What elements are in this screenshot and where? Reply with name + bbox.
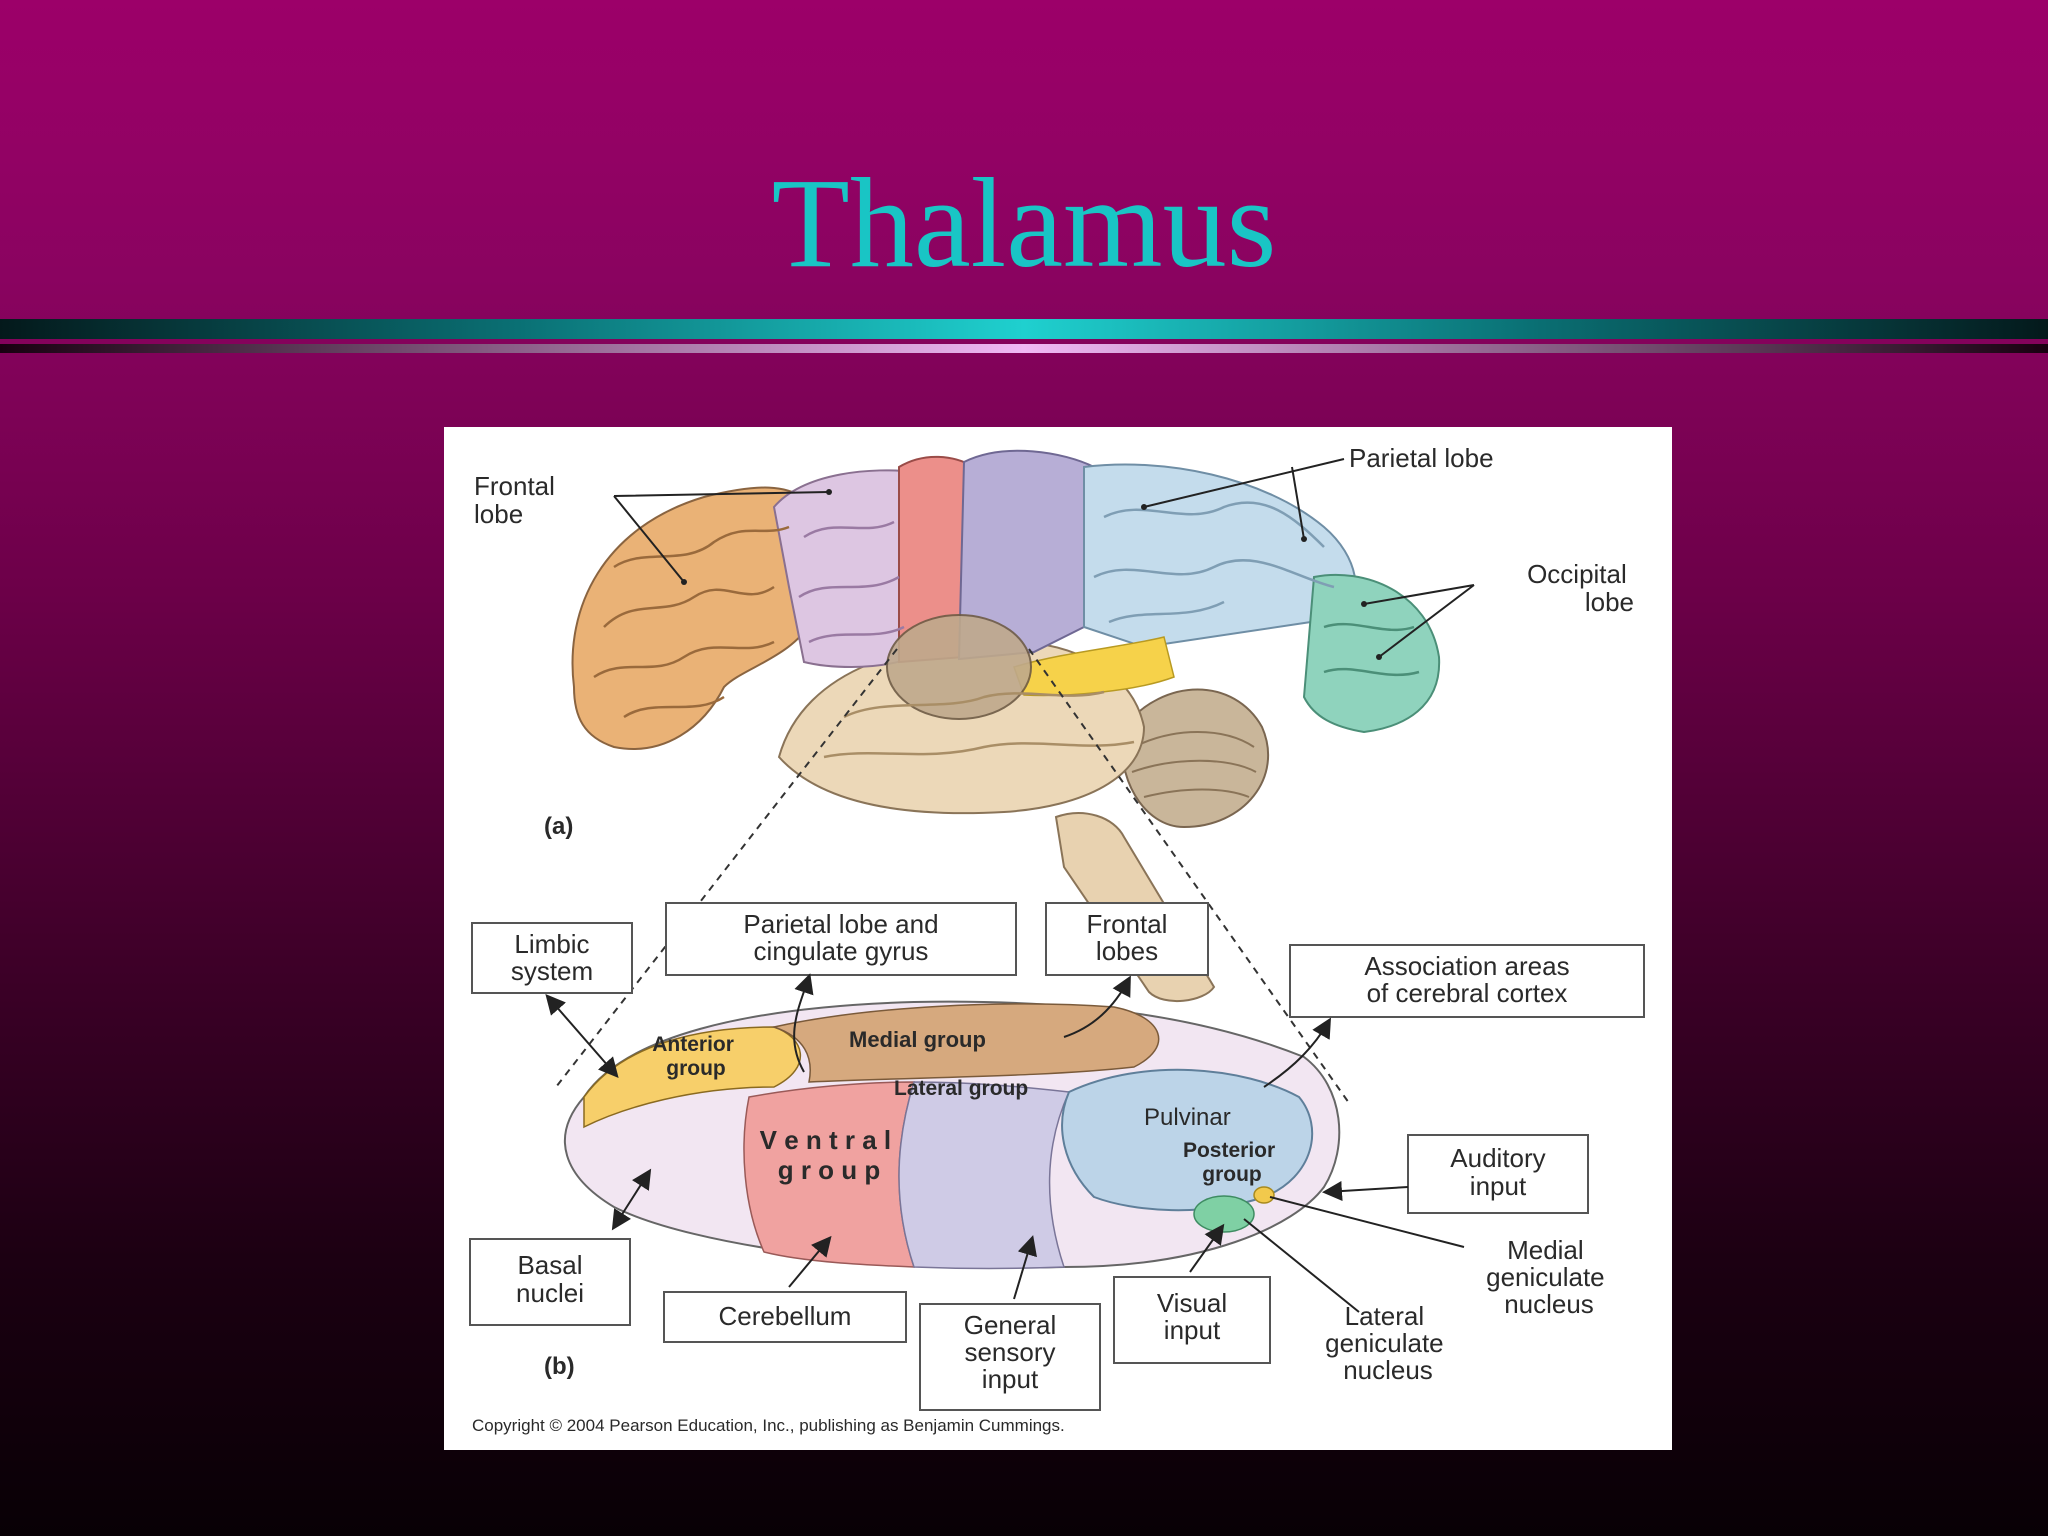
title-divider-teal	[0, 319, 2048, 339]
connection-arrows	[545, 973, 1465, 1313]
thalamus-diagram: Frontal lobe Parietal lobe Occipital lob…	[469, 443, 1645, 1435]
occipital-region	[1302, 573, 1441, 734]
occipital-lobe-label: Occipital lobe	[1527, 559, 1634, 617]
ventral-group-label: V e n t r a l g r o u p	[760, 1125, 899, 1185]
frontal-leader-line	[613, 491, 830, 583]
title-divider-pink	[0, 344, 2048, 353]
pulvinar-label: Pulvinar	[1144, 1104, 1231, 1131]
thalamus-detail	[563, 1000, 1341, 1270]
panel-b-marker: (b)	[544, 1353, 575, 1380]
copyright-notice: Copyright © 2004 Pearson Education, Inc.…	[472, 1416, 1065, 1435]
thalamus-figure: Frontal lobe Parietal lobe Occipital lob…	[444, 427, 1672, 1450]
frontal-lobe-label: Frontal lobe	[474, 471, 562, 529]
medial-group-label: Medial group	[849, 1027, 986, 1052]
parietal-lobe-label: Parietal lobe	[1349, 443, 1494, 473]
thalamus-location	[886, 614, 1032, 720]
panel-a-marker: (a)	[544, 813, 573, 840]
zoom-dashed-lines	[555, 648, 1350, 1104]
medial-geniculate-label: Medial geniculate nucleus	[1486, 1235, 1612, 1319]
posterior-group-label: Posterior group	[1183, 1139, 1281, 1186]
brain-illustration	[571, 449, 1441, 1003]
slide-title: Thalamus	[771, 152, 1277, 294]
lateral-group-label: Lateral group	[894, 1077, 1028, 1100]
parietal-leader-line	[1143, 458, 1345, 540]
svg-text:Cerebellum: Cerebellum	[719, 1301, 852, 1331]
occipital-leader-line	[1363, 584, 1475, 658]
anterior-group-label: Anterior group	[652, 1033, 740, 1080]
frontal-lobe	[571, 486, 816, 750]
label-box-cerebellum: Cerebellum	[663, 1291, 907, 1343]
cerebellum-shape	[1121, 688, 1270, 829]
lateral-geniculate-label: Lateral geniculate nucleus	[1325, 1301, 1451, 1385]
